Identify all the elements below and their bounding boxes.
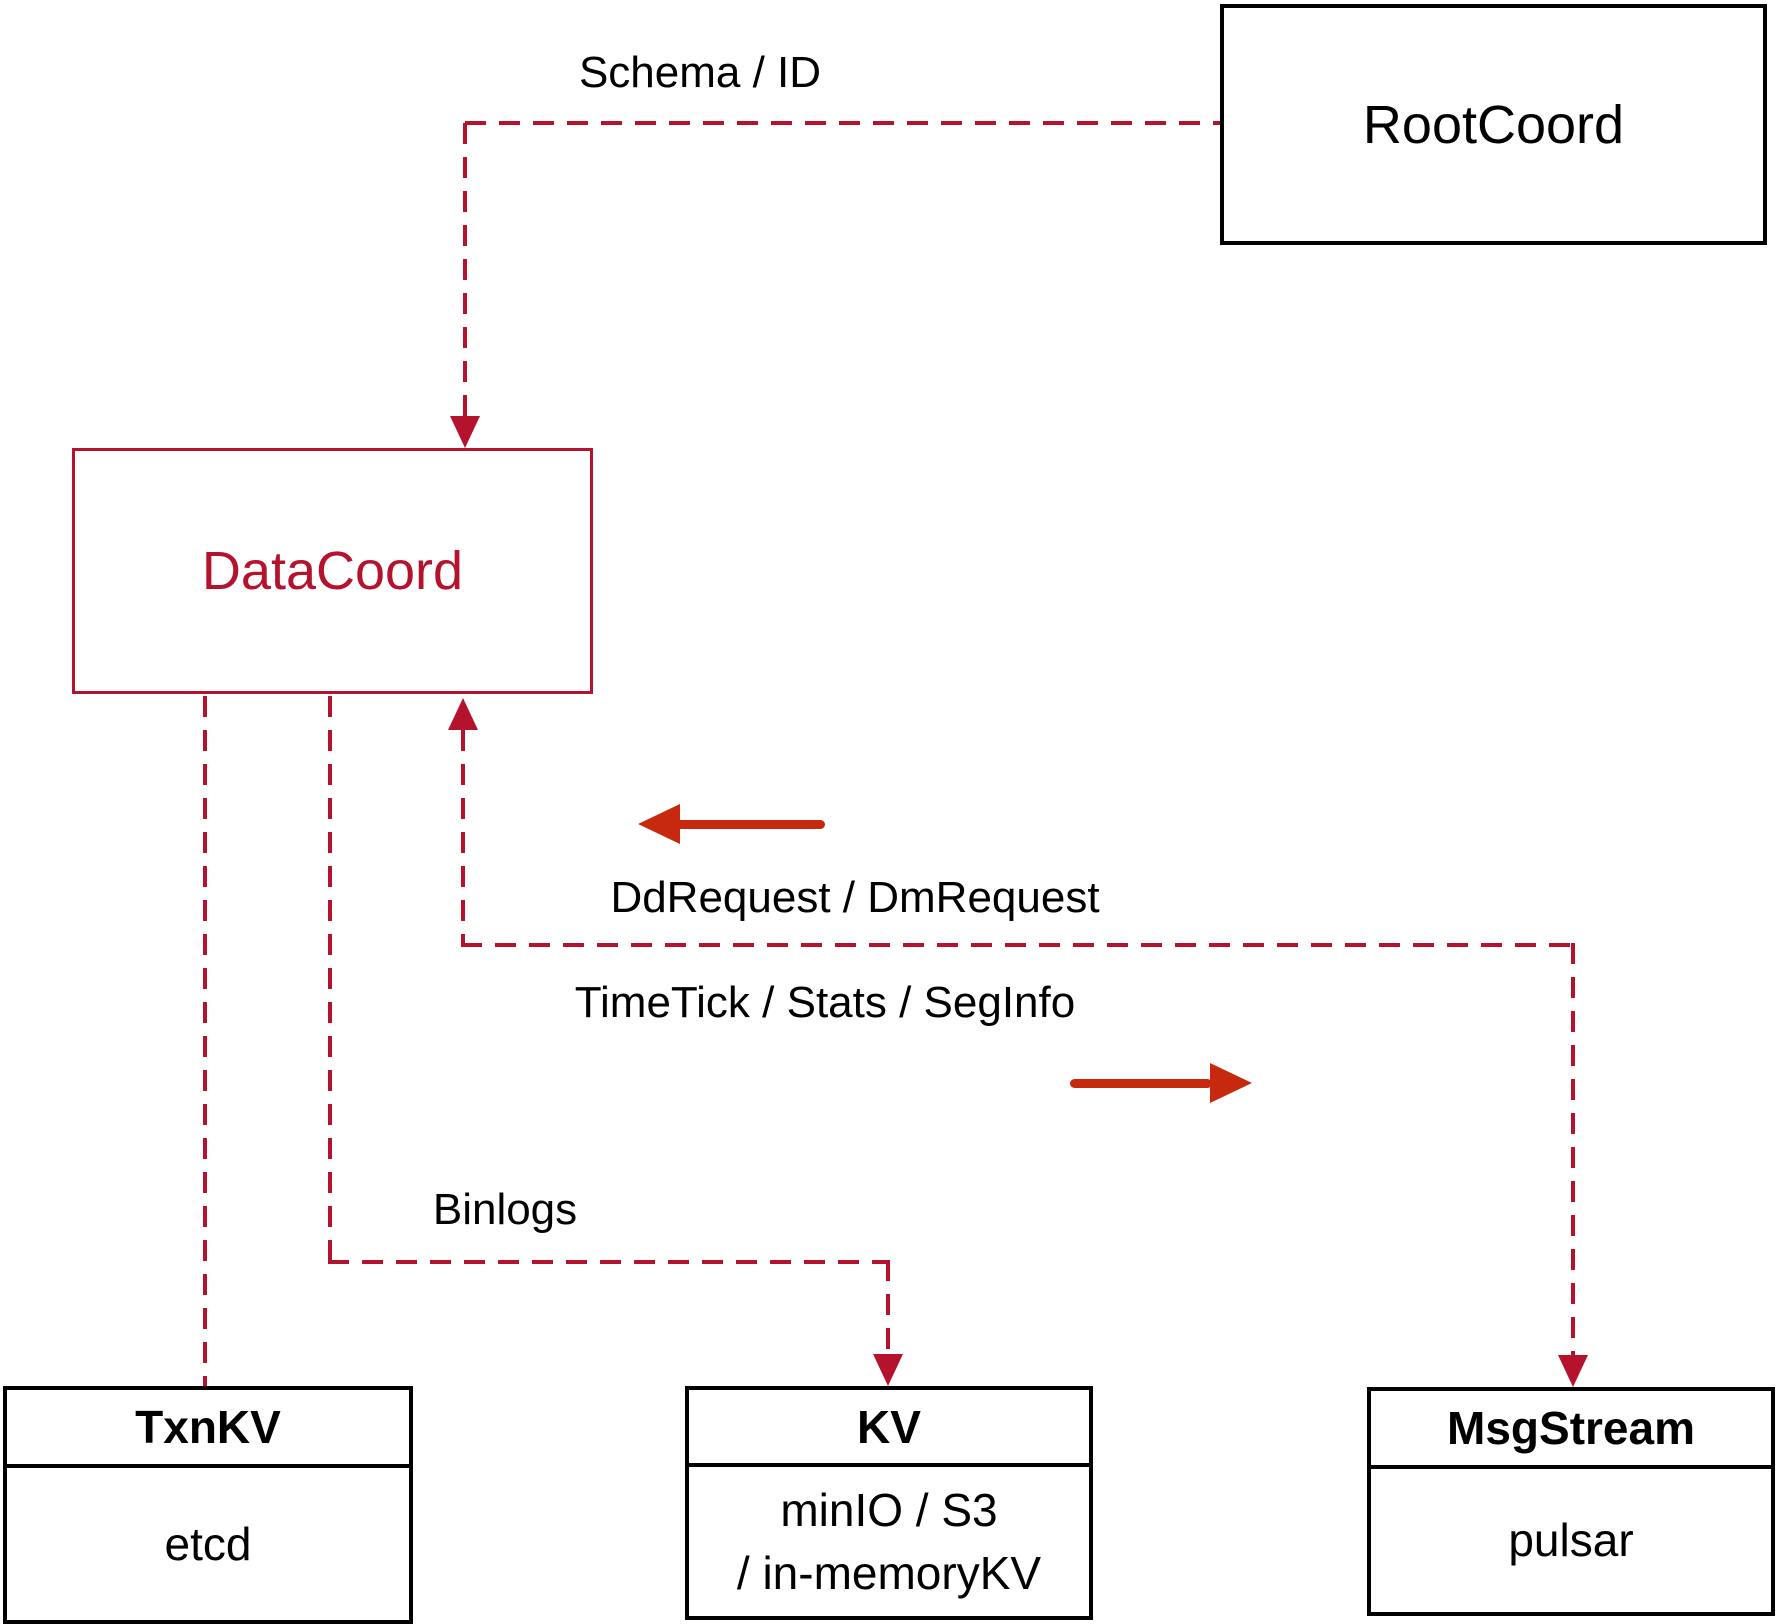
node-datacoord-label: DataCoord: [201, 541, 464, 601]
edge-schema-id-horizontal-line: [465, 121, 1222, 125]
edge-label-binlogs: Binlogs: [432, 1185, 578, 1234]
edge-binlogs-arrowhead-icon: [873, 1354, 903, 1386]
edge-msgstream-vertical-line: [1571, 943, 1575, 1355]
node-msgstream-body: pulsar: [1508, 1514, 1634, 1567]
edge-binlogs-vertical-line-2: [886, 1260, 890, 1356]
node-kv-body: minIO / S3 / in-memoryKV: [689, 1467, 1089, 1616]
node-kv-header: KV: [689, 1390, 1089, 1467]
node-msgstream: MsgStream pulsar: [1367, 1387, 1775, 1616]
edge-label-ddrequest-dmrequest: DdRequest / DmRequest: [610, 873, 1100, 922]
node-rootcoord: RootCoord: [1220, 4, 1767, 245]
node-txnkv-header: TxnKV: [7, 1390, 409, 1468]
edge-label-timetick-stats-seginfo: TimeTick / Stats / SegInfo: [574, 978, 1076, 1027]
edge-schema-id-vertical-line: [463, 123, 467, 418]
edge-label-schema-id: Schema / ID: [578, 48, 822, 97]
node-datacoord: DataCoord: [72, 448, 593, 694]
edge-binlogs-horizontal-line: [328, 1260, 890, 1264]
right-direction-arrow-icon: [1210, 1063, 1252, 1103]
node-rootcoord-label: RootCoord: [1362, 94, 1625, 155]
edge-ddrequest-horizontal-line: [461, 943, 1575, 947]
edge-datacoord-txnkv-line: [203, 696, 207, 1386]
node-txnkv-body: etcd: [164, 1517, 252, 1570]
left-direction-arrow-shaft: [672, 820, 825, 829]
edge-binlogs-vertical-line-1: [328, 696, 332, 1262]
node-kv: KV minIO / S3 / in-memoryKV: [685, 1386, 1093, 1620]
node-kv-body-line1: minIO / S3: [780, 1484, 998, 1537]
edge-msgstream-arrowhead-icon: [1558, 1355, 1588, 1387]
node-txnkv: TxnKV etcd: [3, 1386, 413, 1624]
edge-schema-id-arrowhead-icon: [450, 416, 480, 448]
edge-ddrequest-vertical-line: [461, 730, 465, 945]
edge-ddrequest-arrowhead-up-icon: [448, 698, 478, 730]
right-direction-arrow-shaft: [1070, 1079, 1212, 1088]
node-kv-body-line2: / in-memoryKV: [736, 1546, 1042, 1599]
node-msgstream-header: MsgStream: [1371, 1391, 1771, 1469]
